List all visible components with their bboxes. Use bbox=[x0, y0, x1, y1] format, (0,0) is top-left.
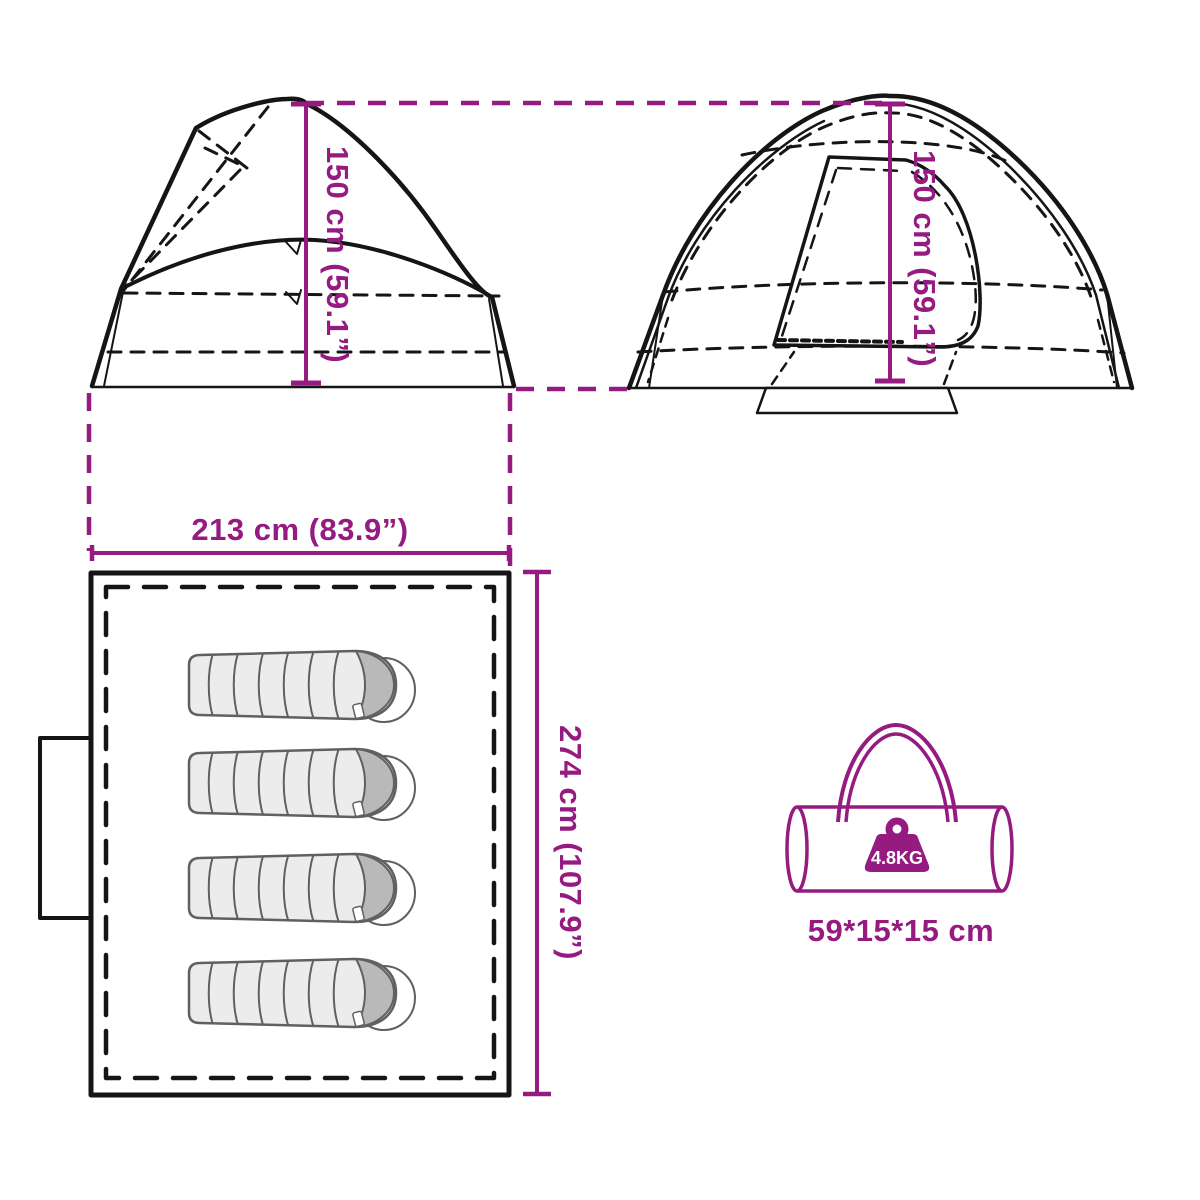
carry-bag-view: 4.8KG 59*15*15 cm bbox=[785, 722, 1014, 948]
sleeping-bag bbox=[189, 748, 415, 820]
floor-plan-inner-dashed-border bbox=[103, 584, 497, 1081]
dimension-height-front: 150 cm (59.1”) bbox=[291, 101, 355, 386]
front-height-label: 150 cm (59.1”) bbox=[320, 146, 355, 363]
weight-icon: 4.8KG bbox=[864, 817, 930, 872]
sleeping-bag bbox=[189, 853, 415, 925]
floor-plan-view bbox=[38, 570, 512, 1098]
front-tent-fly-curve bbox=[119, 237, 494, 299]
dimension-width-floor: 213 cm (83.9”) bbox=[89, 512, 512, 561]
floor-length-label: 274 cm (107.9”) bbox=[553, 725, 588, 960]
bag-size-label: 59*15*15 cm bbox=[808, 913, 995, 948]
sleeping-bag bbox=[189, 958, 415, 1030]
front-tent-outline bbox=[89, 96, 517, 389]
bag-handle-inner bbox=[844, 732, 950, 823]
tent-rear-view bbox=[626, 93, 1135, 415]
dimension-length-floor: 274 cm (107.9”) bbox=[523, 569, 588, 1097]
bag-weight-label: 4.8KG bbox=[871, 848, 923, 868]
rear-tent-ground-mat bbox=[755, 386, 959, 415]
rear-tent-outline bbox=[626, 93, 1135, 391]
floor-width-label: 213 cm (83.9”) bbox=[191, 512, 408, 547]
bag-handle-outer bbox=[836, 722, 958, 823]
dimension-height-rear: 150 cm (59.1”) bbox=[875, 101, 942, 384]
dimension-lines: 150 cm (59.1”) 150 cm (59.1”) 213 cm (83… bbox=[86, 100, 942, 1097]
tent-front-view bbox=[89, 96, 517, 389]
floor-plan-door-vestibule bbox=[38, 736, 93, 920]
rear-height-label: 150 cm (59.1”) bbox=[907, 150, 942, 367]
sleeping-bag bbox=[189, 650, 415, 722]
rear-tent-door bbox=[772, 155, 982, 349]
bag-body bbox=[785, 805, 1014, 893]
